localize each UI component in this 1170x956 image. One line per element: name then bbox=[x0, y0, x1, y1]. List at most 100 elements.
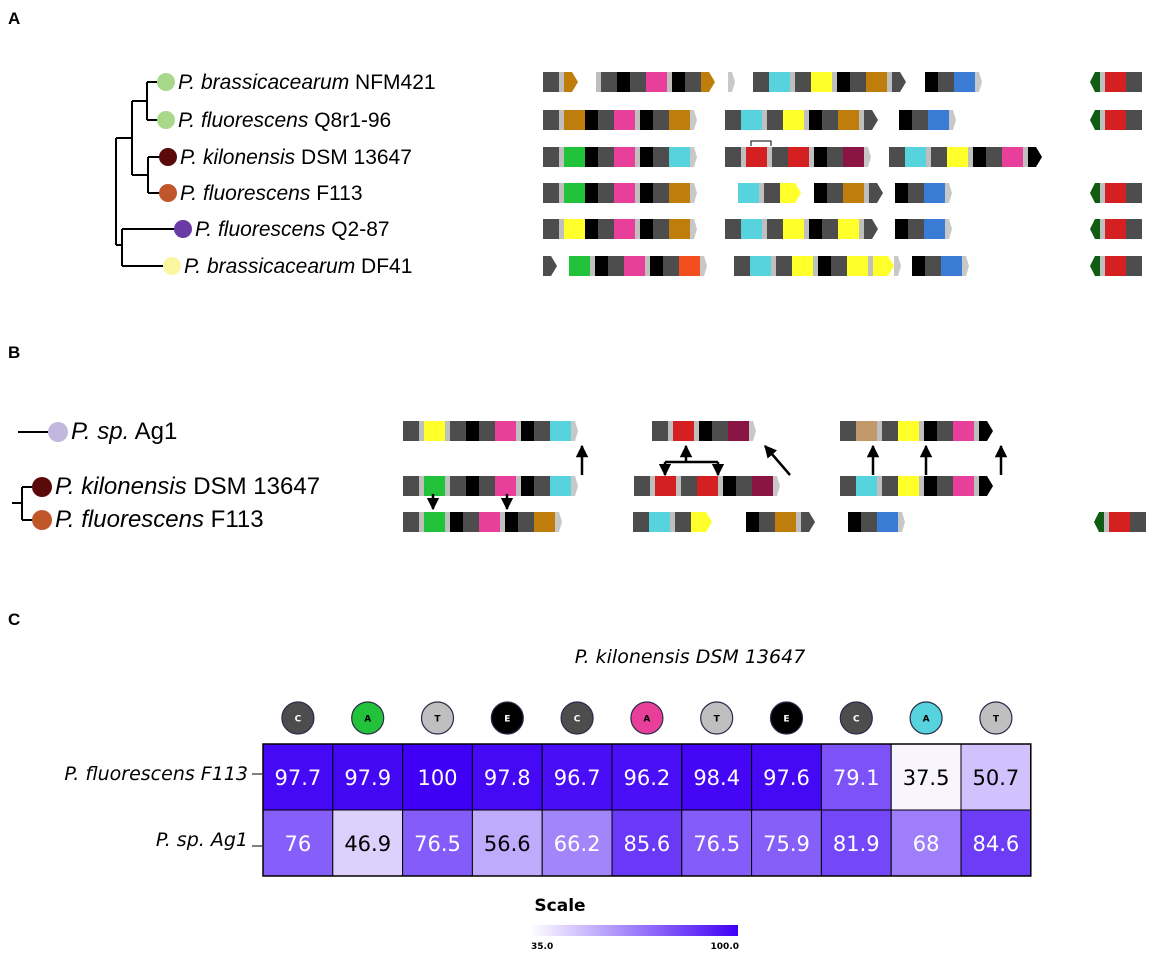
heatmap-cell-1-4 bbox=[541, 809, 613, 877]
panel-a-row-2-cluster-1-gene bbox=[809, 147, 814, 167]
heatmap-cell-0-9 bbox=[890, 743, 962, 811]
panel-b-row-0-cluster-2-gene bbox=[937, 421, 953, 441]
panel-b-row-2-cluster-0-gene bbox=[534, 512, 555, 532]
panel-b-row-1-cluster-1-gene bbox=[655, 476, 676, 496]
panel-a-row-5-cluster-4-gene bbox=[1105, 256, 1126, 276]
panel-b-row-0-cluster-2-gene bbox=[919, 421, 924, 441]
panel-b-row-1-cluster-2-gene bbox=[877, 476, 882, 496]
panel-b-row-1-cluster-2-gene bbox=[974, 476, 979, 496]
panel-a-row-4-cluster-2-gene-end bbox=[945, 219, 952, 239]
heatmap-cell-value-1-2: 76.5 bbox=[414, 832, 461, 856]
heatmap-cell-value-1-4: 66.2 bbox=[554, 832, 601, 856]
panel-a-row-0-cluster-1 bbox=[596, 72, 715, 92]
panel-a-row-2-cluster-0-gene bbox=[640, 147, 653, 167]
panel-a-row-1-cluster-1-gene bbox=[809, 110, 822, 130]
panel-b-row-2-cluster-0-gene bbox=[403, 512, 419, 532]
heatmap-cell-value-1-8: 81.9 bbox=[833, 832, 880, 856]
panel-a-row-5-cluster-3-gene bbox=[941, 256, 962, 276]
panel-a-row-0-cluster-4-gene-end bbox=[975, 72, 982, 92]
panel-a-row-4-cluster-0-gene bbox=[614, 219, 635, 239]
panel-b-row-2-cluster-0 bbox=[403, 512, 562, 532]
panel-a-row-3-cluster-0-gene-end bbox=[690, 183, 697, 203]
panel-a-row-1-cluster-0-gene-end bbox=[690, 110, 697, 130]
panel-a-row-4-cluster-2-gene bbox=[924, 219, 945, 239]
panel-a-species-name-4: P. fluorescens Q2-87 bbox=[195, 218, 390, 241]
panel-a-row-1-cluster-1 bbox=[725, 110, 878, 130]
panel-b-row-0-cluster-0-gene bbox=[419, 421, 424, 441]
panel-b-gene-clusters bbox=[403, 421, 1146, 532]
panel-b-row-1-cluster-1-gene bbox=[718, 476, 723, 496]
panel-a-row-0-cluster-0-gene bbox=[559, 72, 564, 92]
panel-b-row-1-cluster-1 bbox=[634, 476, 780, 496]
panel-a-species-dot-4 bbox=[174, 220, 192, 238]
panel-a-row-0-cluster-1-gene bbox=[672, 72, 685, 92]
panel-a-row-2-cluster-1-gene bbox=[767, 147, 772, 167]
panel-a-row-3-cluster-3-gene bbox=[908, 183, 924, 203]
panel-a-row-4-cluster-0-gene bbox=[585, 219, 598, 239]
panel-a-species-strain-3: F113 bbox=[310, 182, 362, 205]
panel-b-row-1-cluster-1-gene bbox=[697, 476, 718, 496]
panel-b-row-1-cluster-1-gene bbox=[650, 476, 655, 496]
panel-b-row-0-cluster-0-gene-end bbox=[571, 421, 578, 441]
heatmap-cell-value-0-2: 100 bbox=[417, 766, 457, 790]
panel-a-row-1-cluster-3-gene bbox=[1126, 110, 1142, 130]
panel-a-row-3-cluster-0-gene bbox=[640, 183, 653, 203]
panel-a-species-name-5: P. brassicacearum DF41 bbox=[184, 255, 412, 278]
heatmap-cell-1-9 bbox=[890, 809, 962, 877]
module-letter-1: A bbox=[364, 715, 371, 725]
panel-a-row-3-cluster-0 bbox=[543, 183, 697, 203]
panel-b-row-0-cluster-2-gene bbox=[898, 421, 919, 441]
panel-b-row-0-cluster-2-gene bbox=[953, 421, 974, 441]
module-letter-4: C bbox=[574, 715, 581, 725]
panel-b-species-strain-0: Ag1 bbox=[129, 418, 177, 445]
scale-min-label: 35.0 bbox=[531, 942, 553, 952]
panel-a-row-0-cluster-3-gene bbox=[837, 72, 850, 92]
panel-a-row-3-cluster-0-gene bbox=[543, 183, 559, 203]
panel-b-row-0-cluster-0-gene bbox=[466, 421, 479, 441]
panel-b-row-1-cluster-2 bbox=[840, 476, 993, 496]
panel-a-row-2-cluster-0-gene bbox=[559, 147, 564, 167]
panel-a-row-0-cluster-3-gene bbox=[832, 72, 837, 92]
heatmap-row-label-1: P. sp. Ag1 bbox=[156, 829, 248, 851]
panel-b-row-0-cluster-0 bbox=[403, 421, 578, 441]
module-circle-8 bbox=[839, 701, 873, 735]
panel-a-row-2-cluster-1-gene bbox=[827, 147, 843, 167]
panel-b-row-0-cluster-0-gene bbox=[450, 421, 466, 441]
panel-a-row-5-cluster-2-gene bbox=[831, 256, 847, 276]
panel-a-row-0-cluster-5-gene bbox=[1126, 72, 1142, 92]
panel-a-species-0: P. brassicacearum NFM421 bbox=[157, 71, 436, 94]
panel-a-row-5-cluster-0 bbox=[543, 256, 557, 276]
panel-b-row-1-cluster-0-gene bbox=[424, 476, 445, 496]
panel-a-row-0-cluster-3-gene bbox=[769, 72, 790, 92]
panel-b-row-1-cluster-1-gene-end bbox=[773, 476, 780, 496]
panel-a-species-list: P. brassicacearum NFM421 P. fluorescens Q… bbox=[157, 71, 436, 278]
module-circle-10 bbox=[979, 701, 1013, 735]
panel-b-row-0-cluster-2-gene bbox=[877, 421, 882, 441]
heatmap-cell-value-0-3: 97.8 bbox=[484, 766, 531, 790]
panel-a-row-4-cluster-1-gene-arrow bbox=[864, 219, 878, 239]
panel-a-species-dot-3 bbox=[159, 184, 177, 202]
panel-a-row-5-cluster-2-gene bbox=[813, 256, 818, 276]
panel-a-row-1-cluster-1-gene bbox=[725, 110, 741, 130]
panel-b-species-name-2: P. fluorescens F113 bbox=[55, 506, 264, 533]
panel-a-row-2-cluster-2-gene bbox=[931, 147, 947, 167]
panel-b-species-strain-1: DSM 13647 bbox=[187, 473, 320, 500]
panel-b-arrows bbox=[426, 444, 1008, 511]
panel-a-row-5-cluster-1-gene bbox=[624, 256, 645, 276]
panel-b-row-1-cluster-1-gene bbox=[634, 476, 650, 496]
panel-a-row-1-cluster-2-gene-end bbox=[949, 110, 956, 130]
panel-b-row-0-cluster-0-gene bbox=[495, 421, 516, 441]
panel-b-row-0-cluster-2-gene bbox=[882, 421, 898, 441]
heatmap-cell-value-0-1: 97.9 bbox=[344, 766, 391, 790]
panel-a-species-genus-2: P. kilonensis bbox=[180, 146, 296, 169]
panel-a-row-4-cluster-1 bbox=[725, 219, 878, 239]
panel-b-row-2-cluster-4-gene bbox=[1109, 512, 1130, 532]
panel-a-row-0-cluster-4-gene bbox=[954, 72, 975, 92]
panel-a-row-1-cluster-0-gene bbox=[640, 110, 653, 130]
panel-a-row-2-cluster-1-gene bbox=[725, 147, 741, 167]
module-circle-4 bbox=[560, 701, 594, 735]
heatmap-cell-value-1-7: 75.9 bbox=[763, 832, 810, 856]
panel-a-species-strain-4: Q2-87 bbox=[325, 218, 389, 241]
panel-a-row-1-cluster-2-gene bbox=[899, 110, 912, 130]
